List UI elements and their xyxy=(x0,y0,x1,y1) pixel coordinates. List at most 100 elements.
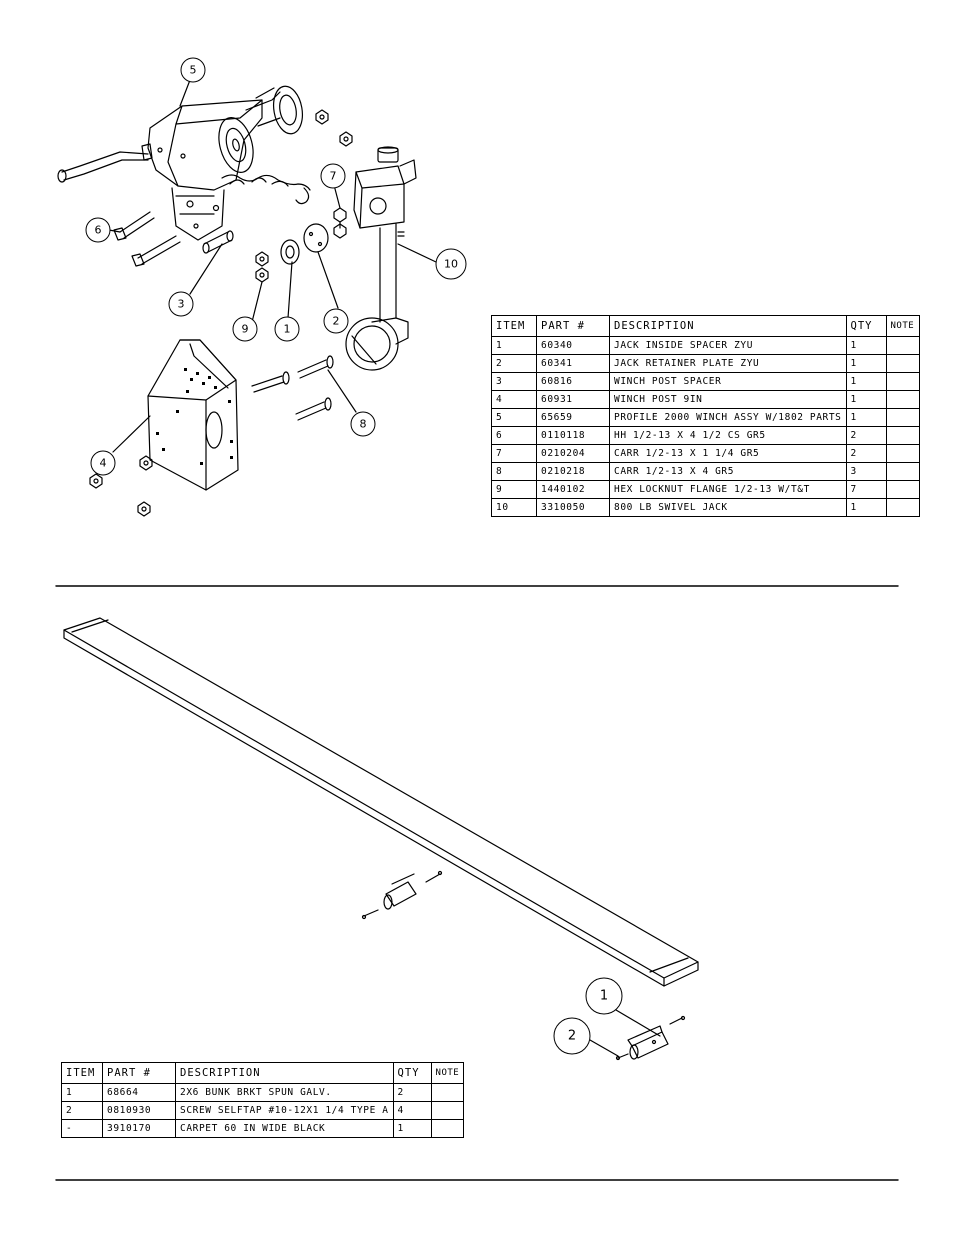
callout-label: 3 xyxy=(178,298,185,311)
retainer-plate xyxy=(303,223,329,253)
cell-part: 0210218 xyxy=(536,462,610,481)
callout-3 xyxy=(168,291,194,317)
cell-item: 1 xyxy=(491,336,537,355)
cell-item: 9 xyxy=(491,480,537,499)
cell-part: 0110118 xyxy=(536,426,610,445)
carriage-bolts-long xyxy=(251,355,334,421)
header-note: NOTE xyxy=(430,1062,465,1084)
cell-part: 1440102 xyxy=(536,480,610,499)
cell-item: 6 xyxy=(491,426,537,445)
callout-7 xyxy=(320,163,346,189)
cell-item: 10 xyxy=(491,498,537,517)
cell-qty: 1 xyxy=(845,498,887,517)
header-qty: QTY xyxy=(845,315,887,337)
callout-label: 5 xyxy=(190,64,197,77)
callout-5 xyxy=(180,57,206,83)
cell-description: WINCH POST 9IN xyxy=(609,390,847,409)
callout-bottom-1 xyxy=(585,977,623,1015)
cell-note xyxy=(885,426,920,445)
cell-qty: 1 xyxy=(392,1119,432,1138)
cell-note xyxy=(885,354,920,373)
cell-part: 60931 xyxy=(536,390,610,409)
callout-label: 10 xyxy=(444,258,458,271)
callout-label: 4 xyxy=(100,457,107,470)
cell-item: 3 xyxy=(491,372,537,391)
cell-qty: 1 xyxy=(845,372,887,391)
cell-item: 7 xyxy=(491,444,537,463)
cell-qty: 2 xyxy=(845,444,887,463)
cell-item: 4 xyxy=(491,390,537,409)
cell-note xyxy=(885,498,920,517)
cell-note xyxy=(885,480,920,499)
callout-9 xyxy=(232,316,258,342)
cell-qty: 1 xyxy=(845,390,887,409)
cell-description: HEX LOCKNUT FLANGE 1/2-13 W/T&T xyxy=(609,480,847,499)
callout-8 xyxy=(350,411,376,437)
cell-description: CARR 1/2-13 X 4 GR5 xyxy=(609,462,847,481)
cell-note xyxy=(885,408,920,427)
cell-note xyxy=(885,444,920,463)
swivel-jack xyxy=(345,146,417,371)
table-header-row: ITEM PART # DESCRIPTION QTY NOTE xyxy=(61,1062,465,1084)
cell-description: JACK RETAINER PLATE ZYU xyxy=(609,354,847,373)
cell-part: 60340 xyxy=(536,336,610,355)
cell-note xyxy=(885,390,920,409)
callout-bottom-2 xyxy=(553,1017,591,1055)
header-description: DESCRIPTION xyxy=(175,1062,394,1084)
cell-item: 5 xyxy=(491,408,537,427)
callout-label: 1 xyxy=(600,989,608,1004)
callout-4 xyxy=(90,450,116,476)
cell-description: CARPET 60 IN WIDE BLACK xyxy=(175,1119,394,1138)
cell-description: JACK INSIDE SPACER ZYU xyxy=(609,336,847,355)
cell-part: 68664 xyxy=(102,1083,176,1102)
cell-description: CARR 1/2-13 X 1 1/4 GR5 xyxy=(609,444,847,463)
cell-item: 8 xyxy=(491,462,537,481)
cell-part: 0210204 xyxy=(536,444,610,463)
cell-note xyxy=(430,1083,465,1102)
header-part: PART # xyxy=(102,1062,176,1084)
callout-label: 7 xyxy=(330,170,337,183)
callout-label: 1 xyxy=(284,323,291,336)
cell-qty: 2 xyxy=(845,426,887,445)
hex-bolts xyxy=(113,211,181,267)
callout-6 xyxy=(85,217,111,243)
header-qty: QTY xyxy=(392,1062,432,1084)
callout-1 xyxy=(274,316,300,342)
cell-qty: 1 xyxy=(845,354,887,373)
cell-note xyxy=(885,372,920,391)
header-part: PART # xyxy=(536,315,610,337)
cell-item: - xyxy=(61,1119,103,1138)
cell-item: 1 xyxy=(61,1083,103,1102)
cell-note xyxy=(885,462,920,481)
cell-note xyxy=(885,336,920,355)
cell-qty: 3 xyxy=(845,462,887,481)
cell-note xyxy=(430,1119,465,1138)
cell-qty: 1 xyxy=(845,336,887,355)
callout-label: 2 xyxy=(333,315,340,328)
inside-spacer xyxy=(280,239,300,265)
bunk-bracket-under xyxy=(361,870,443,920)
cell-description: WINCH POST SPACER xyxy=(609,372,847,391)
bunk-board xyxy=(63,617,699,987)
cell-part: 60816 xyxy=(536,372,610,391)
post-spacer xyxy=(202,230,234,254)
callout-label: 9 xyxy=(242,323,249,336)
cell-description: SCREW SELFTAP #10-12X1 1/4 TYPE A xyxy=(175,1101,394,1120)
callout-label: 8 xyxy=(360,418,367,431)
cell-description: PROFILE 2000 WINCH ASSY W/1802 PARTS xyxy=(609,408,847,427)
table-header-row: ITEM PART # DESCRIPTION QTY NOTE xyxy=(491,315,920,337)
cell-qty: 1 xyxy=(845,408,887,427)
cell-note xyxy=(430,1101,465,1120)
